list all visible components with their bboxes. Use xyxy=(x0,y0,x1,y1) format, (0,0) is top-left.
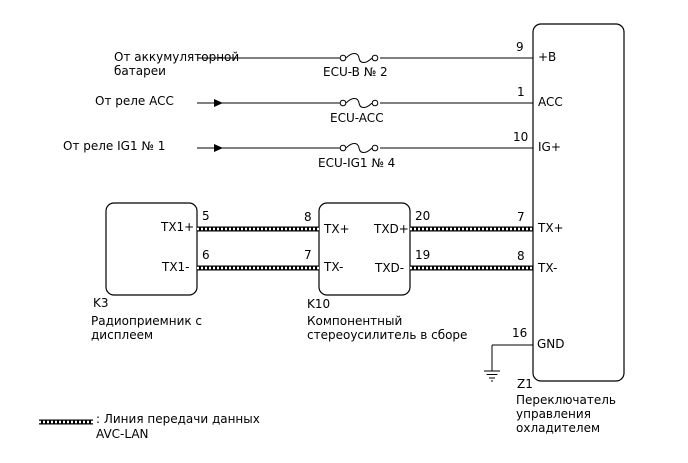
battery-label-line2: батареи xyxy=(114,64,166,78)
z1-pin-16-label: GND xyxy=(537,337,565,351)
k3-box xyxy=(105,202,198,296)
legend-line2: AVC-LAN xyxy=(96,427,149,441)
z1-pin-9-num: 9 xyxy=(516,40,524,54)
battery-label-line1: От аккумуляторной xyxy=(114,50,239,64)
k3-pin-tx1p-label: TX1+ xyxy=(160,220,194,234)
z1-pin-10-num: 10 xyxy=(513,130,528,144)
k10-pin-txp-label: TX+ xyxy=(323,222,350,236)
k10-name-line2: стереоусилитель в сборе xyxy=(307,328,467,342)
z1-pin-16-num: 16 xyxy=(512,326,527,340)
k10-pin-txdp-label: TXD+ xyxy=(373,222,409,236)
ig1-relay-label: От реле IG1 № 1 xyxy=(63,139,165,153)
z1-pin-1-num: 1 xyxy=(517,85,525,99)
z1-pin-9-label: +B xyxy=(538,50,556,64)
k10-code: K10 xyxy=(307,297,330,311)
z1-pin-10-label: IG+ xyxy=(538,140,561,154)
k10-pin-20-num: 20 xyxy=(415,209,430,223)
k3-pin-5-num: 5 xyxy=(202,209,210,223)
z1-name-line2: управления xyxy=(516,407,591,421)
z1-pin-8-num: 8 xyxy=(517,249,525,263)
z1-pin-8-label: TX- xyxy=(537,261,557,275)
z1-name-line1: Переключатель xyxy=(516,393,616,407)
battery-wire xyxy=(197,53,533,63)
ig1-wire xyxy=(197,143,533,153)
z1-name-line3: охладителем xyxy=(516,421,600,435)
k10-pin-txdm-label: TXD- xyxy=(374,261,404,275)
fuse-ecu-ig1-label: ECU-IG1 № 4 xyxy=(318,156,395,170)
k3-name-line2: дисплеем xyxy=(91,328,153,342)
k10-pin-txm-label: TX- xyxy=(323,260,343,274)
k10-name-line1: Компонентный xyxy=(307,314,402,328)
k3-code: K3 xyxy=(93,296,109,310)
acc-wire xyxy=(197,98,533,108)
legend-line1: : Линия передачи данных xyxy=(96,412,260,426)
k3-name-line1: Радиоприемник с xyxy=(91,314,202,328)
z1-pin-1-label: ACC xyxy=(538,95,563,109)
fuse-ecu-acc-label: ECU-ACC xyxy=(330,111,384,125)
k10-pin-19-num: 19 xyxy=(415,248,430,262)
z1-pin-7-num: 7 xyxy=(517,210,525,224)
acc-relay-label: От реле ACC xyxy=(95,94,174,108)
k3-pin-6-num: 6 xyxy=(202,248,210,262)
k10-pin-7-num: 7 xyxy=(304,248,312,262)
ground-icon xyxy=(484,370,500,382)
k3-pin-tx1m-label: TX1- xyxy=(161,260,190,274)
z1-pin-7-label: TX+ xyxy=(537,221,564,235)
z1-code: Z1 xyxy=(517,377,533,391)
z1-box xyxy=(532,23,625,382)
k10-pin-8-num: 8 xyxy=(304,210,312,224)
fuse-ecu-b-label: ECU-B № 2 xyxy=(323,65,388,79)
ground-wire xyxy=(491,344,533,371)
k10-box xyxy=(318,202,411,296)
